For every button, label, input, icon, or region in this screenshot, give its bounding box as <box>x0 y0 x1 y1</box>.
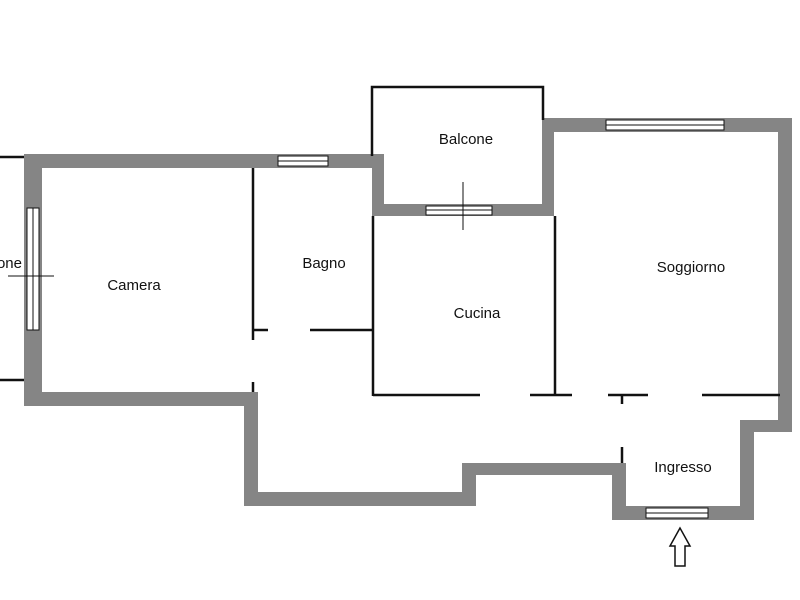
room-label-balcone-left: one <box>0 255 22 272</box>
room-label-camera: Camera <box>107 277 161 294</box>
room-label-balcone: Balcone <box>439 131 493 148</box>
windows <box>26 119 725 519</box>
room-label-soggiorno: Soggiorno <box>657 259 725 276</box>
left-balcony <box>0 155 26 382</box>
exterior-walls <box>24 118 792 520</box>
interior-walls <box>251 168 780 463</box>
room-label-bagno: Bagno <box>302 255 345 272</box>
balcony-outline <box>370 85 545 156</box>
window-markers <box>8 182 464 277</box>
up-arrow-icon <box>668 526 692 567</box>
room-label-cucina: Cucina <box>454 305 501 322</box>
room-label-ingresso: Ingresso <box>654 459 712 476</box>
